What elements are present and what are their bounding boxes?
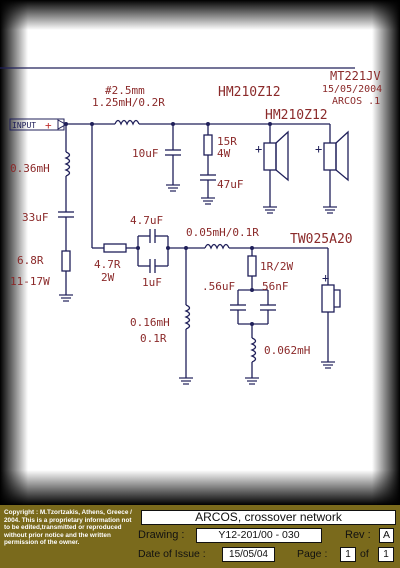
tweeter-speaker-icon xyxy=(321,284,335,313)
input-label: INPUT xyxy=(12,121,36,130)
capacitor-56nf-label: 56nF xyxy=(262,280,289,293)
wire-gauge-label: #2.5mm xyxy=(105,84,145,97)
input-arrow-icon xyxy=(57,119,68,130)
woofer1-speaker-icon xyxy=(263,142,277,171)
woofer2-speaker-icon xyxy=(323,142,337,171)
ground-icon xyxy=(59,294,73,302)
inductor-0062mh xyxy=(250,337,257,363)
inductor-036mh-label: 0.36mH xyxy=(10,162,50,175)
model-label: MT221JV xyxy=(330,69,381,83)
ground-icon xyxy=(321,361,335,369)
capacitor-056uf-label: .56uF xyxy=(202,280,235,293)
resistor-15r-watt: 4W xyxy=(217,147,231,160)
ground-icon xyxy=(263,206,277,214)
drawing-title: ARCOS, crossover network xyxy=(141,510,396,525)
page-number: 1 xyxy=(340,547,356,562)
woofer2-label: HM210Z12 xyxy=(265,108,328,123)
inductor-016mh-resistance: 0.1R xyxy=(140,332,167,345)
inductor-005mh xyxy=(204,243,230,250)
date-label: 15/05/2004 xyxy=(322,84,382,95)
inductor-005mh-label: 0.05mH/0.1R xyxy=(186,226,259,239)
input-terminal xyxy=(9,118,65,131)
revision-label: Rev : xyxy=(345,529,371,541)
drawing-label: Drawing : xyxy=(138,529,185,541)
resistor-47r xyxy=(103,243,127,253)
ground-icon xyxy=(179,377,193,385)
woofer2-plus-sign: + xyxy=(315,142,322,156)
tweeter-plus-sign: + xyxy=(322,271,329,285)
tweeter-label: TW025A20 xyxy=(290,232,353,247)
date-of-issue-value: 15/05/04 xyxy=(222,547,275,562)
resistor-47r-label: 4.7R xyxy=(94,258,121,271)
woofer1-plus-sign: + xyxy=(255,142,262,156)
input-plus-sign: + xyxy=(45,119,52,132)
page-total: 1 xyxy=(378,547,394,562)
ground-icon xyxy=(201,197,215,205)
resistor-1r-label: 1R/2W xyxy=(260,260,293,273)
capacitor-33uf-label: 33uF xyxy=(22,211,49,224)
resistor-68r xyxy=(61,250,71,272)
resistor-15r-label: 15R xyxy=(217,135,237,148)
drawing-number: Y12-201/00 - 030 xyxy=(196,528,322,543)
resistor-68r-watt: 11-17W xyxy=(10,275,50,288)
date-of-issue-label: Date of Issue : xyxy=(138,548,206,560)
capacitor-47uf-small-label: 4.7uF xyxy=(130,214,163,227)
inductor-016mh xyxy=(184,304,191,330)
woofer2-cone-icon xyxy=(335,130,349,182)
page-of-label: of xyxy=(360,548,369,560)
capacitor-1uf-label: 1uF xyxy=(142,276,162,289)
copyright-notice: Copyright : M.Tzortzakis, Athens, Greece… xyxy=(4,509,132,547)
resistor-68r-label: 6.8R xyxy=(17,254,44,267)
inductor-l1-value: 1.25mH/0.2R xyxy=(92,96,165,109)
ground-icon xyxy=(323,206,337,214)
capacitor-10uf-label: 10uF xyxy=(132,147,159,160)
inductor-0062mh-label: 0.062mH xyxy=(264,344,310,357)
woofer1-label: HM210Z12 xyxy=(218,85,281,100)
resistor-1r xyxy=(247,255,257,277)
inductor-016mh-label: 0.16mH xyxy=(130,316,170,329)
woofer1-cone-icon xyxy=(275,130,289,182)
ground-icon xyxy=(166,184,180,192)
inductor-036mh xyxy=(64,151,71,177)
resistor-15r xyxy=(203,134,213,156)
tweeter-dome-icon xyxy=(334,289,341,308)
revision-value: A xyxy=(379,528,394,543)
resistor-47r-watt: 2W xyxy=(101,271,115,284)
capacitor-47uf-label: 47uF xyxy=(217,178,244,191)
page-label: Page : xyxy=(297,548,328,560)
brand-label: ARCOS .1 xyxy=(332,96,380,107)
ground-icon xyxy=(245,377,259,385)
inductor-l1 xyxy=(114,119,140,126)
